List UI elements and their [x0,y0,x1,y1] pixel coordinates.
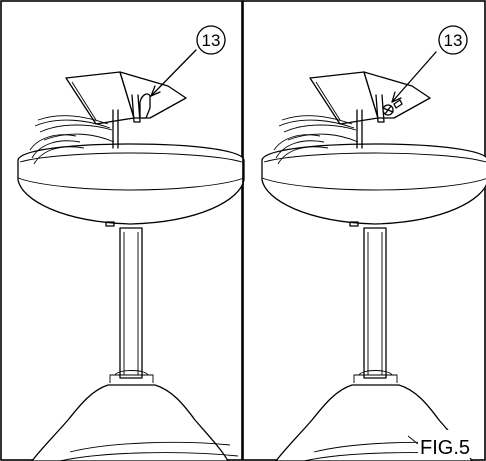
callout-number-left: 13 [202,31,221,50]
callout-leader-right [391,51,437,103]
callout-number-right: 13 [444,31,463,50]
fig-label-leader [407,435,419,445]
panel-left: 13 [0,0,245,461]
fan-assembly-right [261,71,486,461]
figure-label: FIG.5 [420,437,470,459]
panel-right: 13 FIG.5 [242,0,486,461]
fan-assembly-left [17,71,245,461]
callout-circle-left [196,25,226,55]
callout-circle-right [438,25,468,55]
callout-leader-left [150,49,197,97]
